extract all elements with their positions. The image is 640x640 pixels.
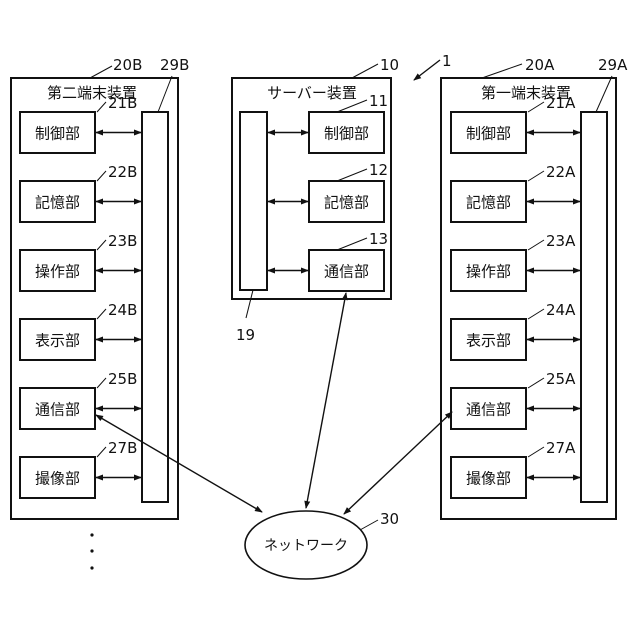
server-bus <box>240 112 267 290</box>
unit-label: 撮像部 <box>466 470 511 488</box>
terminal-a-bus-ref: 29A <box>598 56 628 74</box>
ellipsis-dot <box>90 566 93 569</box>
terminal-a-ref: 20A <box>525 56 555 74</box>
unit-ref: 24A <box>546 301 576 319</box>
server-title: サーバー装置 <box>267 84 357 102</box>
unit-label: 操作部 <box>466 263 511 281</box>
system-ref: 1 <box>442 52 452 70</box>
unit-label: 通信部 <box>466 401 511 419</box>
unit-ref: 27B <box>108 439 137 457</box>
unit-ref: 22A <box>546 163 576 181</box>
link-server-network <box>306 293 346 508</box>
unit-ref: 21B <box>108 94 137 112</box>
unit-ref: 13 <box>369 230 388 248</box>
unit-ref: 25A <box>546 370 576 388</box>
network-ref: 30 <box>380 510 399 528</box>
link-terminal-a-network <box>344 412 452 514</box>
unit-label: 操作部 <box>35 263 80 281</box>
unit-label: 記憶部 <box>35 194 80 212</box>
unit-label: 記憶部 <box>466 194 511 212</box>
terminal-b: 第二端末装置 20B 29B 制御部21B記憶部22B操作部23B表示部24B通… <box>11 56 189 519</box>
unit-ref: 23A <box>546 232 576 250</box>
unit-label: 制御部 <box>35 125 80 143</box>
terminal-a-bus <box>581 112 607 502</box>
terminal-b-ref: 20B <box>113 56 142 74</box>
unit-label: 制御部 <box>324 125 369 143</box>
unit-ref: 27A <box>546 439 576 457</box>
unit-label: 記憶部 <box>324 194 369 212</box>
terminal-a: 第一端末装置 20A 29A 制御部21A記憶部22A操作部23A表示部24A通… <box>441 56 628 519</box>
unit-label: 表示部 <box>466 332 511 350</box>
unit-ref: 25B <box>108 370 137 388</box>
server-ref: 10 <box>380 56 399 74</box>
unit-label: 撮像部 <box>35 470 80 488</box>
unit-ref: 23B <box>108 232 137 250</box>
unit-label: 通信部 <box>324 263 369 281</box>
unit-ref: 24B <box>108 301 137 319</box>
unit-ref: 21A <box>546 94 576 112</box>
server-bus-ref: 19 <box>236 326 255 344</box>
network-label: ネットワーク <box>264 538 348 554</box>
unit-label: 表示部 <box>35 332 80 350</box>
unit-ref: 11 <box>369 92 388 110</box>
unit-ref: 12 <box>369 161 388 179</box>
ellipsis-dot <box>90 549 93 552</box>
server: サーバー装置 10 19 制御部11 記憶部12 通信部13 <box>232 56 399 344</box>
unit-label: 制御部 <box>466 125 511 143</box>
ellipsis-dot <box>90 533 93 536</box>
system-ref-arrow <box>414 60 440 80</box>
unit-label: 通信部 <box>35 401 80 419</box>
unit-ref: 22B <box>108 163 137 181</box>
terminal-b-bus-ref: 29B <box>160 56 189 74</box>
